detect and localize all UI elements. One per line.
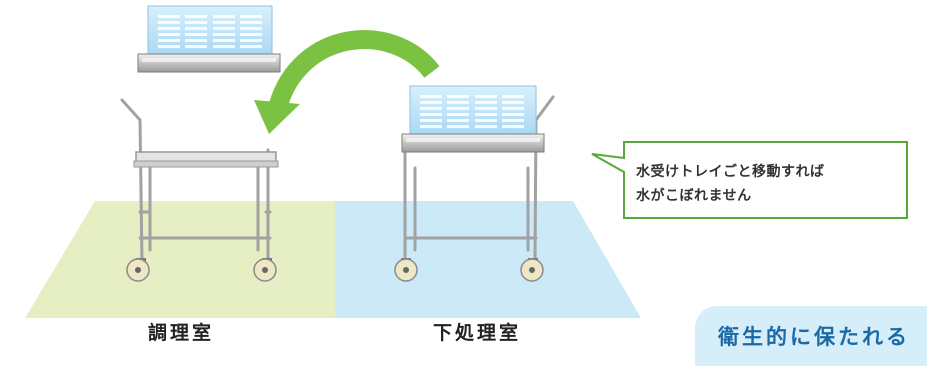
callout-text: 水受けトレイごと移動すれば 水がこぼれません	[636, 160, 906, 208]
hygiene-badge-text: 衛生的に保たれる	[718, 325, 910, 349]
cart-wheels-left	[126, 258, 277, 282]
zone-label-prep-room: 下処理室	[433, 322, 522, 344]
zone-label-kitchen: 調理室	[148, 322, 215, 344]
callout-line-2: 水がこぼれません	[636, 188, 752, 204]
cart-wheels-right	[394, 258, 544, 282]
cart-icon-left	[120, 98, 279, 264]
floor-zone-prep	[335, 201, 641, 318]
floor-zone-kitchen	[25, 201, 335, 318]
scene-diagram	[25, 5, 908, 318]
callout-line-1: 水受けトレイごと移動すれば	[636, 164, 825, 180]
basket-icon-right	[401, 85, 545, 153]
callout-bubble	[591, 141, 908, 219]
curved-arrow-icon	[254, 30, 440, 134]
floating-basket-icon	[137, 5, 281, 73]
